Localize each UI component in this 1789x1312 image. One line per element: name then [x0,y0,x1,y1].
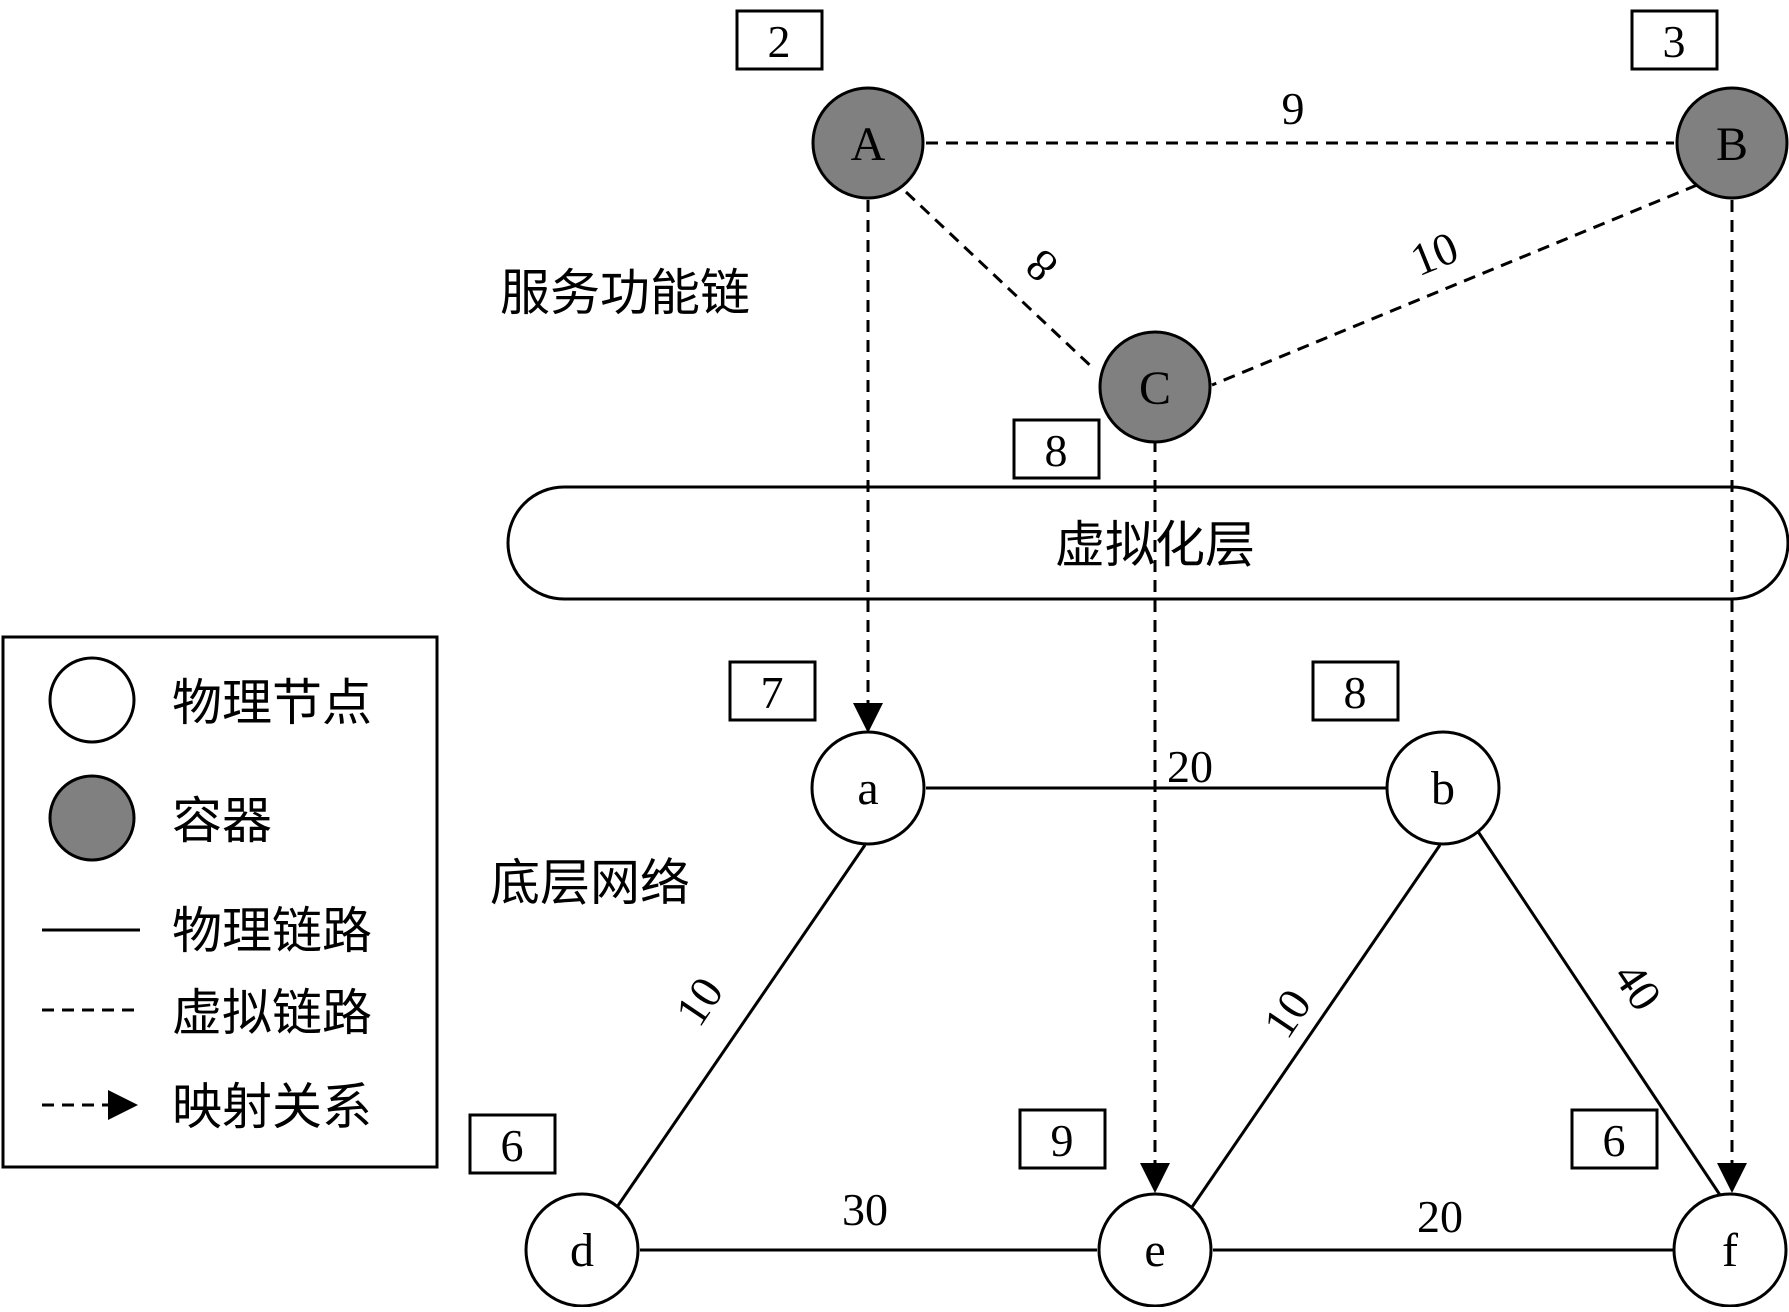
physical-link-weight-e-f: 20 [1417,1191,1463,1242]
demand-box-A: 2 [735,9,824,71]
svg-text:9: 9 [1051,1115,1074,1166]
legend-virtual-link-label: 虚拟链路 [172,984,372,1042]
virtual-node-A: A [811,86,925,200]
svg-text:3: 3 [1663,16,1686,67]
node-label: b [1431,762,1455,815]
physical-link-b-e [1188,844,1442,1211]
capacity-box-b: 8 [1311,660,1400,722]
capacity-box-f: 6 [1570,1108,1659,1170]
physical-link-weight-d-e: 30 [842,1184,888,1235]
virtualization-layer-box [506,485,1789,601]
physical-node-circle [1672,1192,1788,1308]
physical-node-circle [1097,1192,1213,1308]
capacity-box-a: 7 [728,660,817,722]
physical-link-weight-b-e: 10 [1253,980,1321,1047]
physical-node-e: e [1097,1192,1213,1308]
container-node-circle [1675,86,1789,200]
virtual-link-weight-A-B: 9 [1282,83,1305,134]
physical-node-circle [524,1192,640,1308]
node-label: C [1139,362,1171,415]
legend-physical-link-label: 物理链路 [172,902,372,960]
node-label: f [1722,1224,1738,1277]
virtual-link-weight-B-C: 10 [1403,221,1465,286]
virtual-node-B: B [1675,86,1789,200]
legend-physical-node-swatch [48,656,136,744]
physical-node-f: f [1672,1192,1788,1308]
virtual-node-C: C [1098,330,1212,444]
virtual-link-B-C [1211,183,1698,387]
substrate-section-label: 底层网络 [490,854,690,912]
physical-node-b: b [1385,730,1501,846]
node-label: d [570,1224,594,1277]
physical-node-circle [810,730,926,846]
svg-text:2: 2 [768,16,791,67]
capacity-box-d: 6 [468,1113,557,1175]
physical-node-circle [1385,730,1501,846]
legend-container-swatch [48,774,136,862]
svg-text:6: 6 [501,1120,524,1171]
physical-link-a-d [613,844,867,1211]
node-label: a [857,762,878,815]
legend-mapping-label: 映射关系 [172,1078,372,1136]
svg-text:8: 8 [1344,667,1367,718]
demand-box-B: 3 [1630,9,1719,71]
physical-node-a: a [810,730,926,846]
svg-text:8: 8 [1045,425,1068,476]
physical-link-weight-a-b: 20 [1167,741,1213,792]
physical-node-d: d [524,1192,640,1308]
virtual-link-weight-A-C: 8 [1015,239,1067,292]
virtual-link-A-C [904,190,1097,372]
node-label: B [1716,118,1748,171]
sfc-section-label: 服务功能链 [500,264,750,322]
container-node-circle [811,86,925,200]
container-node-circle [1098,330,1212,444]
node-label: e [1144,1224,1165,1277]
capacity-box-e: 9 [1018,1108,1107,1170]
legend-container-label: 容器 [172,792,272,850]
node-label: A [851,118,886,171]
svg-text:6: 6 [1603,1115,1626,1166]
svg-text:7: 7 [761,667,784,718]
physical-link-b-f [1475,829,1722,1196]
physical-link-weight-a-d: 10 [665,968,733,1035]
legend: 物理节点 容器 物理链路 虚拟链路 映射关系 [1,635,439,1169]
legend-physical-node-label: 物理节点 [172,674,372,732]
physical-link-weight-b-f: 40 [1604,953,1672,1020]
demand-box-C: 8 [1012,418,1101,480]
